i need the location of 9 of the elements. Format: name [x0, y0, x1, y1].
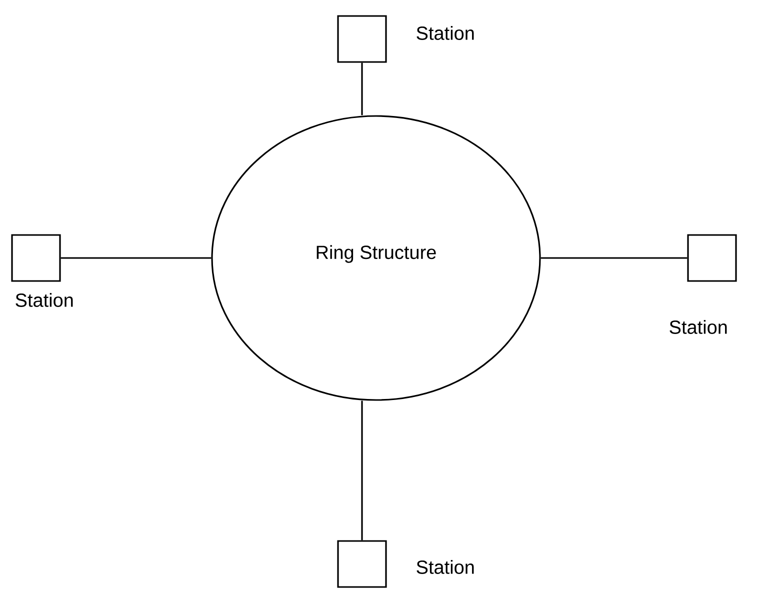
- station-label: Station: [416, 26, 474, 40]
- connector-line: [361, 400, 363, 540]
- connector-line: [361, 62, 363, 116]
- station-label: Station: [416, 560, 474, 574]
- ring-label: Ring Structure: [316, 245, 436, 263]
- station-label: Station: [16, 293, 73, 307]
- station-label: Station: [670, 320, 727, 334]
- connector-line: [540, 257, 688, 259]
- connector-line: [60, 257, 212, 259]
